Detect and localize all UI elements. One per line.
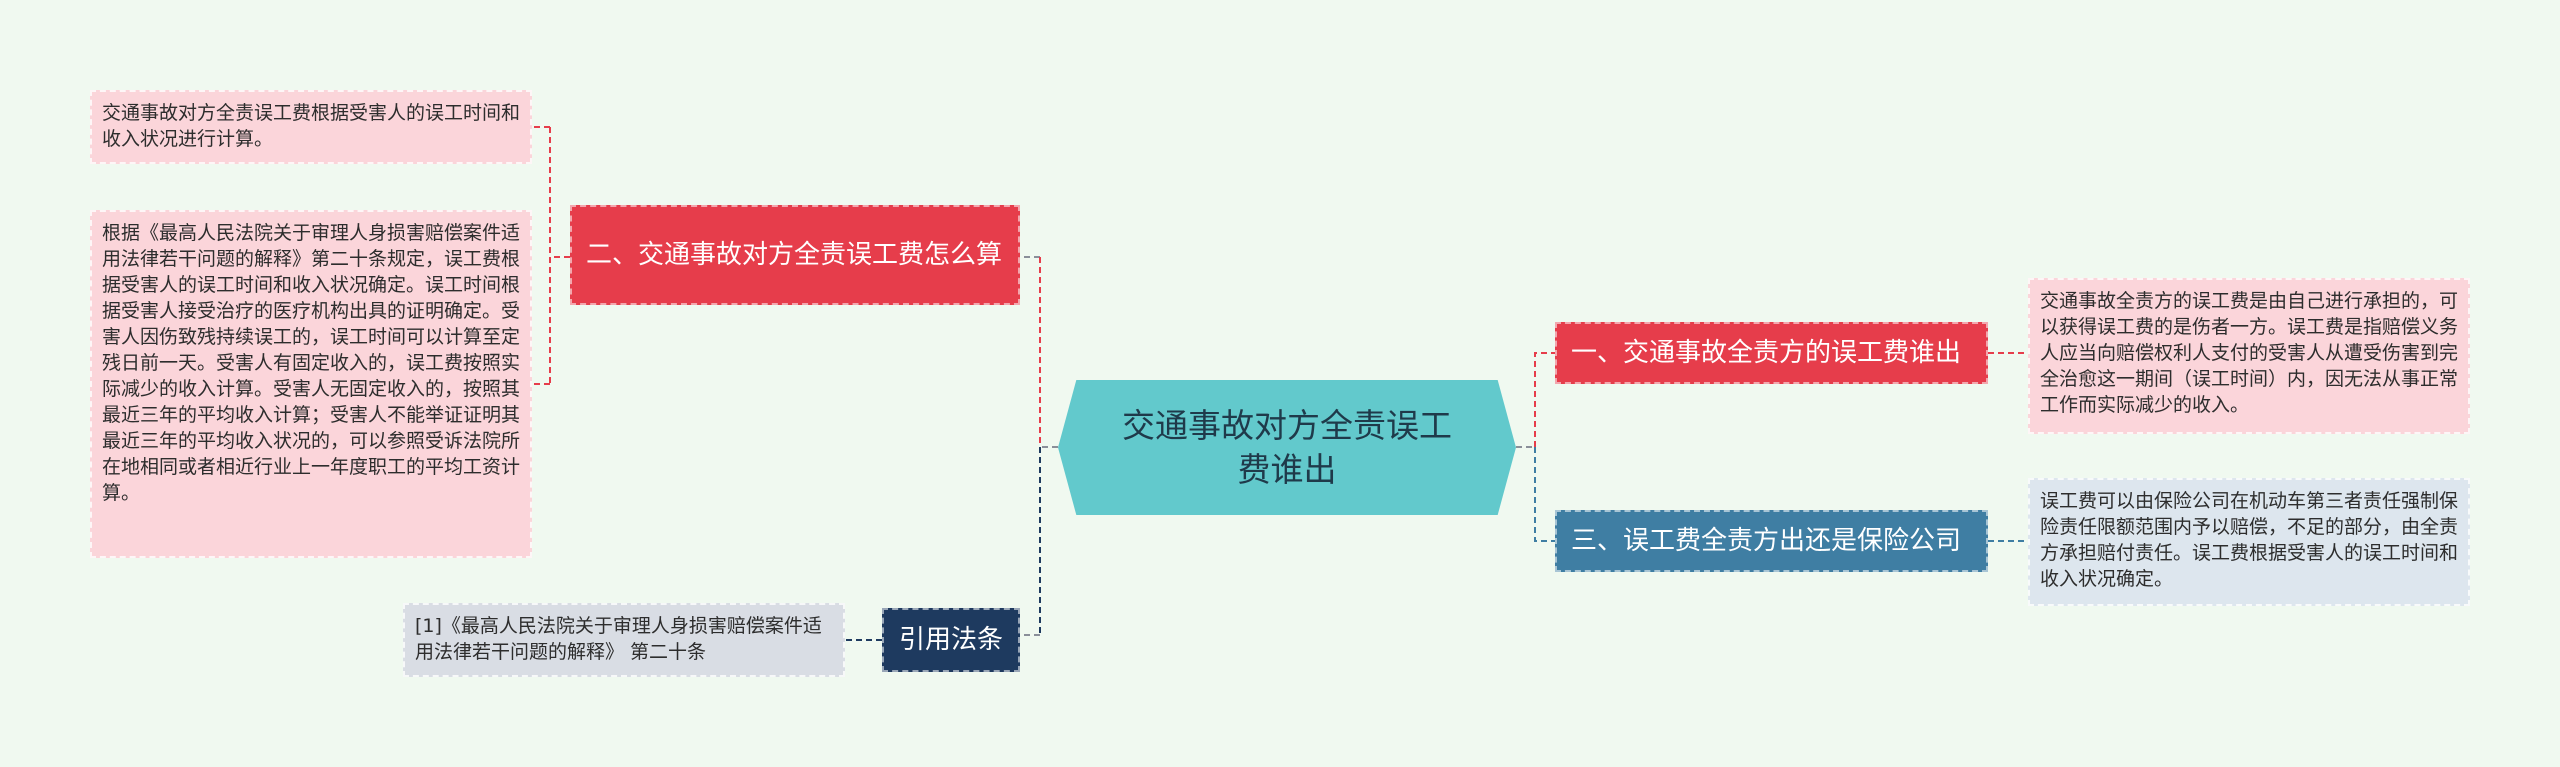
branch-cited-law[interactable]: 引用法条: [882, 608, 1020, 672]
leaf-insurance-detail-text: 误工费可以由保险公司在机动车第三者责任强制保险责任限额范围内予以赔偿，不足的部分…: [2040, 490, 2459, 590]
link-root-right-top: [1534, 352, 1555, 447]
leaf-citation-text: [1]《最高人民法院关于审理人身损害赔偿案件适用法律若干问题的解释》 第二十条: [415, 615, 822, 663]
leaf-judicial-interpretation[interactable]: 根据《最高人民法院关于审理人身损害赔偿案件适用法律若干问题的解释》第二十条规定，…: [90, 210, 532, 558]
branch-who-pays[interactable]: 一、交通事故全责方的误工费谁出: [1555, 322, 1988, 384]
branch-who-pays-label: 一、交通事故全责方的误工费谁出: [1571, 338, 1962, 368]
root-topic-label: 交通事故对方全责误工费谁出: [1122, 405, 1452, 489]
link-left-top-leaves: [532, 126, 570, 385]
branch-how-to-calculate[interactable]: 二、交通事故对方全责误工费怎么算: [570, 205, 1020, 305]
leaf-citation[interactable]: [1]《最高人民法院关于审理人身损害赔偿案件适用法律若干问题的解释》 第二十条: [403, 603, 845, 677]
root-topic[interactable]: 交通事故对方全责误工费谁出: [1058, 380, 1516, 515]
branch-how-to-calculate-label: 二、交通事故对方全责误工费怎么算: [586, 240, 1003, 270]
leaf-who-pays-detail-text: 交通事故全责方的误工费是由自己进行承担的，可以获得误工费的是伤者一方。误工费是指…: [2040, 290, 2459, 416]
branch-insurance-label: 三、误工费全责方出还是保险公司: [1571, 526, 1962, 556]
leaf-who-pays-detail[interactable]: 交通事故全责方的误工费是由自己进行承担的，可以获得误工费的是伤者一方。误工费是指…: [2028, 278, 2470, 434]
leaf-insurance-detail[interactable]: 误工费可以由保险公司在机动车第三者责任强制保险责任限额范围内予以赔偿，不足的部分…: [2028, 478, 2470, 606]
leaf-calculation-basis-text: 交通事故对方全责误工费根据受害人的误工时间和收入状况进行计算。: [102, 102, 521, 150]
leaf-judicial-interpretation-text: 根据《最高人民法院关于审理人身损害赔偿案件适用法律若干问题的解释》第二十条规定，…: [102, 222, 521, 504]
branch-cited-law-label: 引用法条: [898, 625, 1003, 655]
branch-insurance[interactable]: 三、误工费全责方出还是保险公司: [1555, 510, 1988, 572]
leaf-calculation-basis[interactable]: 交通事故对方全责误工费根据受害人的误工时间和收入状况进行计算。: [90, 90, 532, 164]
link-root-right-bottom: [1534, 447, 1555, 542]
